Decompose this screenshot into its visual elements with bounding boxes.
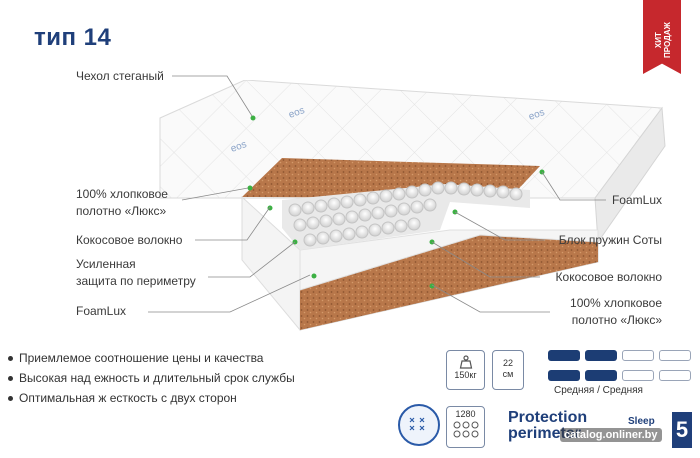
weight-icon: 150кг bbox=[446, 350, 485, 390]
max-weight: 150кг bbox=[454, 370, 477, 380]
height-unit: см bbox=[502, 369, 514, 379]
label-cotton-right-1: 100% хлопковое bbox=[570, 296, 662, 310]
height-value: 22 bbox=[502, 358, 513, 368]
foamlux-bottom bbox=[299, 229, 599, 291]
label-perimeter-2: защита по периметру bbox=[76, 274, 196, 288]
label-foamlux-left: FoamLux bbox=[76, 304, 127, 318]
springs-count: 1280 bbox=[455, 409, 476, 419]
label-coir-right: Кокосовое волокно bbox=[555, 270, 662, 284]
mattress-illustration: eos eos eos bbox=[159, 80, 666, 332]
feature-item: Высокая над ежность и длительный срок сл… bbox=[8, 368, 295, 388]
feature-item: Оптимальная ж есткость с двух сторон bbox=[8, 388, 295, 408]
label-cotton-right-2: полотно «Люкс» bbox=[571, 313, 662, 327]
label-coir: Кокосовое волокно bbox=[76, 233, 183, 247]
protection-line-1: Protection bbox=[508, 409, 588, 426]
sleep-rating-number: 5 bbox=[672, 412, 692, 448]
feature-list: Приемлемое соотношение цены и качества В… bbox=[8, 348, 295, 408]
brand-mark-3: eos bbox=[527, 107, 546, 123]
spring-coils bbox=[288, 181, 523, 247]
height-icon: 22 см bbox=[492, 350, 524, 390]
feature-item: Приемлемое соотношение цены и качества bbox=[8, 348, 295, 368]
product-title: тип 14 bbox=[34, 24, 112, 51]
brand-mark-1: eos bbox=[229, 139, 248, 155]
label-cotton-2: полотно «Люкс» bbox=[76, 204, 167, 218]
springs-icon: 1280 bbox=[446, 406, 485, 448]
bestseller-badge: ХИТ ПРОДАЖ bbox=[643, 0, 681, 74]
label-foamlux-right: FoamLux bbox=[611, 193, 662, 207]
sleep-badge: Sleep bbox=[628, 416, 655, 427]
mattress-right-side bbox=[594, 106, 666, 244]
label-cotton-1: 100% хлопковое bbox=[76, 187, 168, 201]
firmness-label: Средняя / Средняя bbox=[554, 385, 643, 396]
brand-mark-2: eos bbox=[287, 105, 306, 121]
watermark-text: catalog.onliner.by bbox=[560, 428, 662, 442]
label-cover: Чехол стеганый bbox=[76, 69, 164, 83]
label-perimeter-1: Усиленная bbox=[76, 257, 136, 271]
coir-bottom-layer bbox=[300, 235, 598, 330]
breathable-icon bbox=[398, 404, 440, 446]
label-spring-block: Блок пружин Соты bbox=[558, 233, 662, 247]
